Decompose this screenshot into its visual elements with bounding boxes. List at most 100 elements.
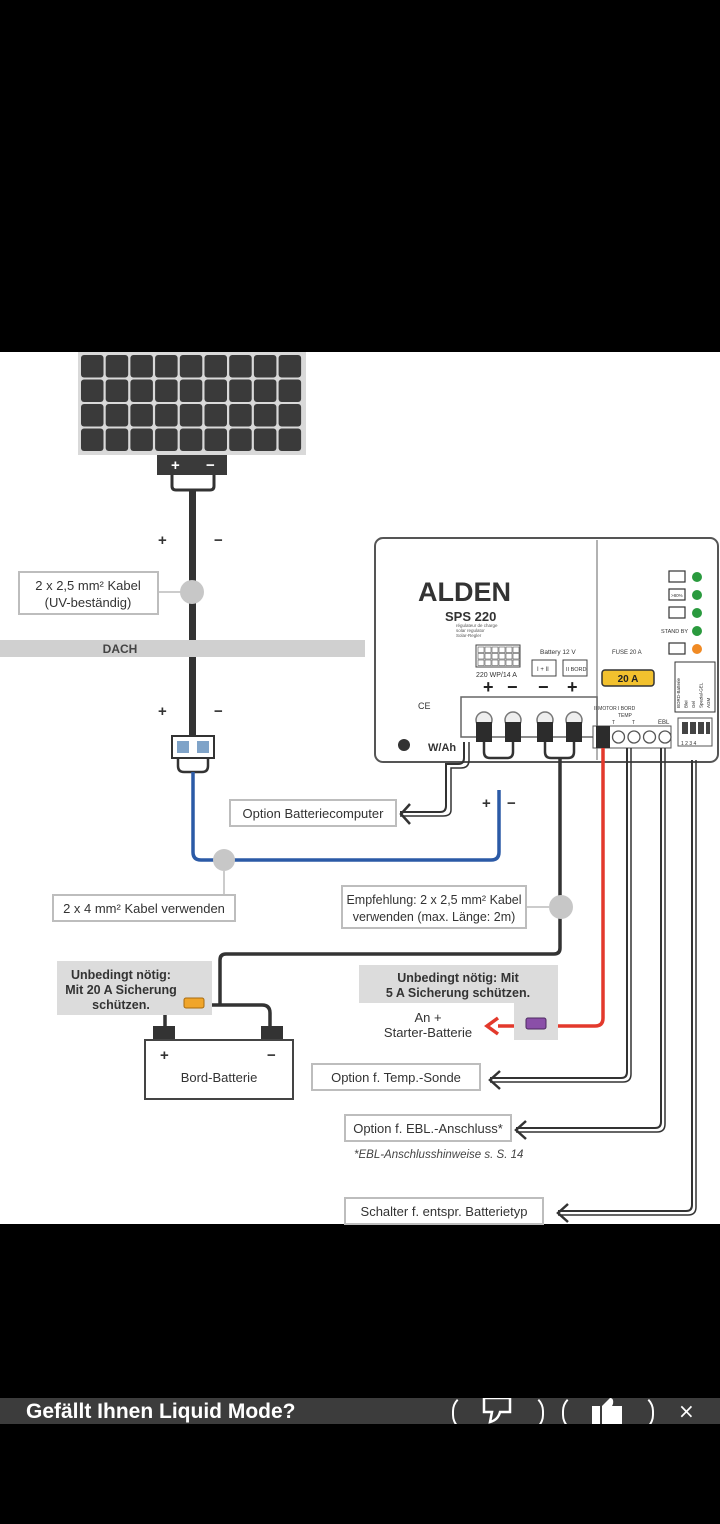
tool-icon — [398, 739, 410, 751]
model-name: SPS 220 — [445, 609, 496, 624]
status-led — [692, 590, 702, 600]
solar-cell — [105, 355, 129, 378]
term-motor: II MOTOR — [594, 706, 617, 712]
solar-cell — [204, 379, 227, 402]
solar-cell — [105, 428, 129, 451]
ctrl-plus: + — [482, 795, 491, 812]
mini-cell — [477, 659, 485, 666]
mini-cell — [498, 653, 506, 660]
mini-cell — [505, 653, 513, 660]
solar-cell — [278, 379, 302, 402]
thumbs-down-icon — [482, 1398, 512, 1424]
battery-type-label: Gel — [691, 701, 696, 708]
dev-plus-2: + — [567, 677, 578, 697]
mini-cell — [512, 653, 520, 660]
thumbs-up-icon — [592, 1398, 622, 1424]
solar-cell — [155, 404, 178, 427]
option-ebl — [344, 1114, 512, 1142]
mini-cell — [505, 659, 513, 666]
term-bord: I BORD — [618, 706, 636, 712]
mini-cell — [505, 646, 513, 653]
subtitle-3: Solar-Regler — [456, 633, 482, 638]
option-battery-computer-label: Option Batteriecomputer — [243, 806, 385, 821]
panel-minus: − — [206, 457, 215, 474]
bord-battery — [144, 1039, 294, 1100]
term-t1: T — [612, 720, 615, 726]
wah-label: W/Ah — [428, 742, 456, 754]
fuse20-icon — [183, 997, 205, 1009]
recommend-line1: Empfehlung: 2 x 2,5 mm² Kabel — [346, 893, 521, 907]
option-temp — [311, 1063, 481, 1091]
solar-cell — [278, 355, 302, 378]
option-temp-label: Option f. Temp.-Sonde — [331, 1070, 461, 1085]
battery-type-label: Spezial-GEL — [699, 682, 704, 708]
terminal-screw-small — [658, 730, 672, 744]
solar-cell — [179, 355, 203, 378]
mini-cell — [512, 659, 520, 666]
thumbs-down-button[interactable] — [452, 1398, 544, 1424]
mini-cell — [498, 659, 506, 666]
led-icon — [668, 642, 686, 655]
option-battery-computer — [229, 799, 397, 827]
thumbs-up-button[interactable] — [562, 1398, 654, 1424]
term-t2: T — [632, 720, 635, 726]
solar-cell — [253, 404, 277, 427]
battery-type-label: AGM — [706, 697, 711, 708]
dev-minus-1: − — [507, 677, 518, 697]
term-temp: TEMP — [618, 713, 633, 719]
ebl-note: *EBL-Anschlusshinweise s. S. 14 — [354, 1149, 523, 1161]
solar-cell — [81, 404, 104, 427]
roof-label: DACH — [103, 642, 138, 656]
option-switch-label: Schalter f. entspr. Batterietyp — [361, 1204, 528, 1219]
mini-cell — [477, 653, 485, 660]
fuse-header: FUSE 20 A — [612, 650, 642, 656]
solar-cell — [81, 379, 104, 402]
cable-label-line2: (UV-beständig) — [45, 595, 132, 610]
mini-cell — [491, 659, 499, 666]
solar-cell — [278, 404, 302, 427]
status-led — [692, 608, 702, 618]
solar-cell — [204, 428, 227, 451]
roof-band — [0, 640, 365, 657]
recommend-line2: verwenden (max. Länge: 2m) — [353, 910, 516, 924]
close-icon[interactable]: × — [678, 1399, 695, 1423]
cable-minus-top: − — [214, 532, 223, 549]
fuse-value: 20 A — [618, 674, 639, 685]
mini-cell — [498, 646, 506, 653]
fuse5-icon — [525, 1017, 547, 1030]
status-led — [692, 572, 702, 582]
fuse5-box — [359, 965, 558, 1003]
solar-cell — [179, 379, 203, 402]
solar-cell — [105, 404, 129, 427]
solar-cell — [229, 379, 252, 402]
solar-cell — [229, 355, 252, 378]
fuse20-line3: schützen. — [92, 998, 150, 1012]
mini-cell — [477, 646, 485, 653]
solar-cell — [155, 379, 178, 402]
mini-cell — [484, 646, 492, 653]
led-icon — [668, 606, 686, 619]
solar-cell — [278, 428, 302, 451]
mini-cell — [512, 646, 520, 653]
solar-cell — [204, 404, 227, 427]
battery-header: Battery 12 V — [540, 649, 576, 656]
led-icon — [668, 588, 686, 601]
led-80-label: >80% — [671, 593, 683, 598]
cable-4mm-box — [52, 894, 236, 922]
term-ebl: EBL — [658, 720, 670, 726]
ce-mark: CE — [418, 701, 431, 711]
solar-cell — [81, 428, 104, 451]
solar-cell — [229, 428, 252, 451]
solar-cell — [204, 355, 227, 378]
fuse5-line1: Unbedingt nötig: Mit — [397, 971, 519, 985]
panel-plus: + — [171, 457, 180, 474]
mini-cell — [484, 653, 492, 660]
solar-cell — [155, 428, 178, 451]
brand-logo: ALDEN — [418, 577, 511, 607]
solar-cell — [229, 404, 252, 427]
mini-cell — [491, 646, 499, 653]
option-ebl-label: Option f. EBL.-Anschluss* — [353, 1121, 503, 1136]
fuse20-line1: Unbedingt nötig: — [71, 968, 171, 982]
